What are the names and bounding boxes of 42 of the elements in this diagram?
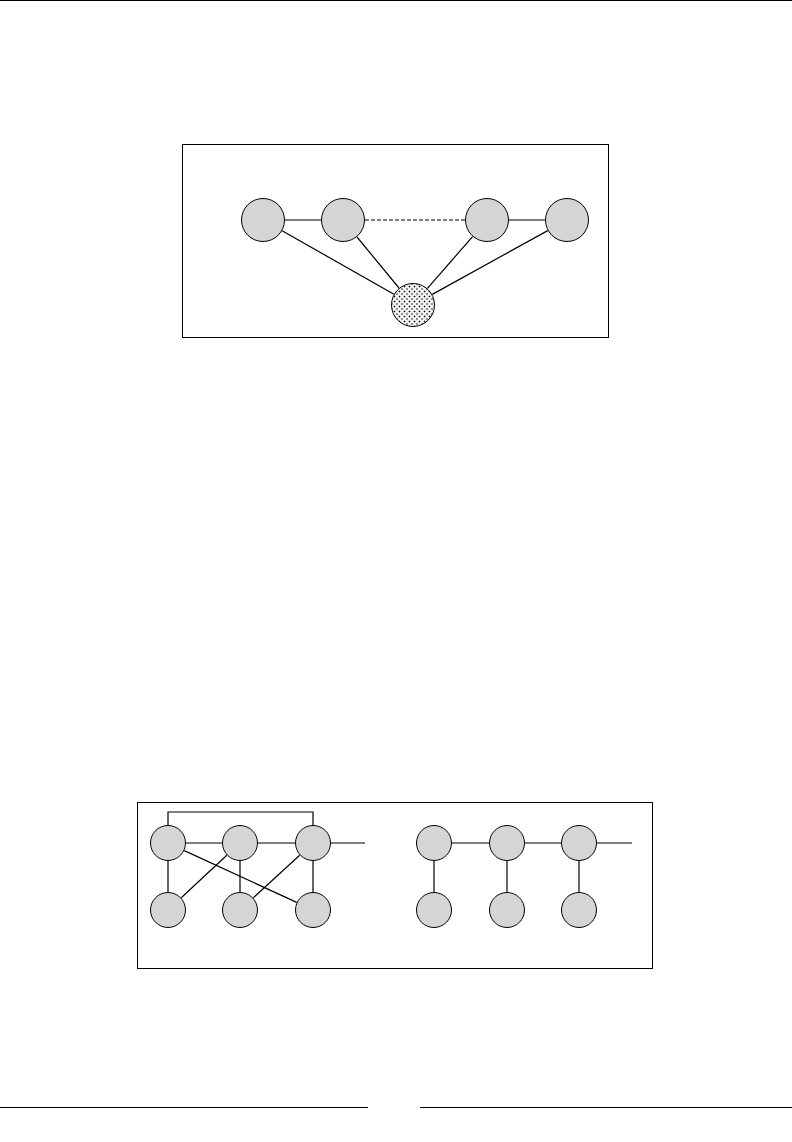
connector-line	[252, 854, 301, 899]
circle-node	[465, 198, 509, 242]
dashed-connector-line	[364, 219, 466, 221]
connector-line	[524, 842, 562, 844]
connector-line	[180, 854, 228, 899]
circle-node	[295, 892, 331, 928]
circle-node	[222, 825, 258, 861]
circle-node	[561, 892, 597, 928]
circle-node	[241, 198, 285, 242]
connector-line	[330, 842, 366, 844]
circle-node	[416, 892, 452, 928]
dotted-circle-node	[391, 283, 435, 327]
circle-node	[545, 198, 589, 242]
circle-node	[150, 892, 186, 928]
frame-box	[182, 144, 609, 338]
connector-line	[239, 860, 241, 893]
connector-line	[356, 236, 400, 289]
connector-line	[312, 860, 314, 893]
connector-line	[284, 219, 322, 221]
circle-node	[150, 825, 186, 861]
circle-node	[416, 825, 452, 861]
connector-line	[167, 860, 169, 893]
connector-line	[167, 811, 314, 826]
connector-line	[431, 230, 549, 295]
circle-node	[295, 825, 331, 861]
connector-line	[596, 842, 633, 844]
circle-node	[489, 892, 525, 928]
connector-line	[578, 860, 580, 893]
frame-box	[137, 802, 653, 969]
connector-line	[257, 842, 296, 844]
connector-line	[426, 236, 474, 289]
connector-line	[185, 842, 223, 844]
connector-line	[506, 860, 508, 893]
connector-line	[433, 860, 435, 893]
connector-line	[451, 842, 490, 844]
connector-line	[281, 230, 395, 295]
circle-node	[489, 825, 525, 861]
connector-line	[183, 850, 298, 903]
circle-node	[321, 198, 365, 242]
connector-line	[508, 219, 546, 221]
circle-node	[561, 825, 597, 861]
circle-node	[222, 892, 258, 928]
